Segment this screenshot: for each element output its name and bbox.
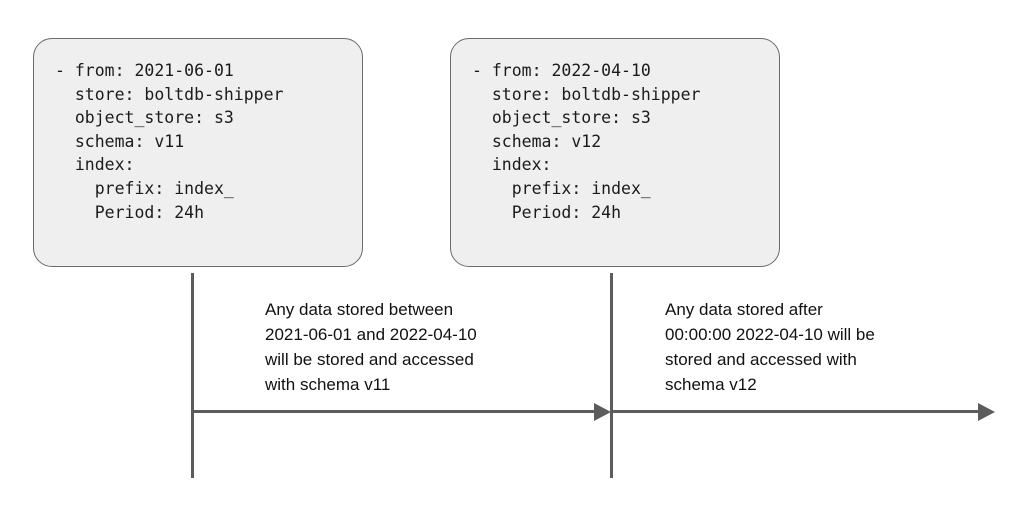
timeline-marker-line-2022-04-10: [610, 273, 613, 478]
timeline-marker-line-2021-06-01: [191, 273, 194, 478]
period-v12-annotation: Any data stored after 00:00:00 2022-04-1…: [665, 300, 875, 394]
timeline-segment-v11: [191, 410, 596, 413]
timeline-arrowhead-mid-icon: [594, 403, 611, 421]
schema-config-box-v12: - from: 2022-04-10 store: boltdb-shipper…: [450, 38, 780, 267]
schema-config-box-v11: - from: 2021-06-01 store: boltdb-shipper…: [33, 38, 363, 267]
schema-config-code-v11: - from: 2021-06-01 store: boltdb-shipper…: [55, 61, 284, 222]
timeline-segment-v12: [610, 410, 979, 413]
period-v11-annotation: Any data stored between 2021-06-01 and 2…: [265, 300, 477, 394]
schema-config-code-v12: - from: 2022-04-10 store: boltdb-shipper…: [472, 61, 701, 222]
timeline-arrowhead-end-icon: [978, 403, 995, 421]
